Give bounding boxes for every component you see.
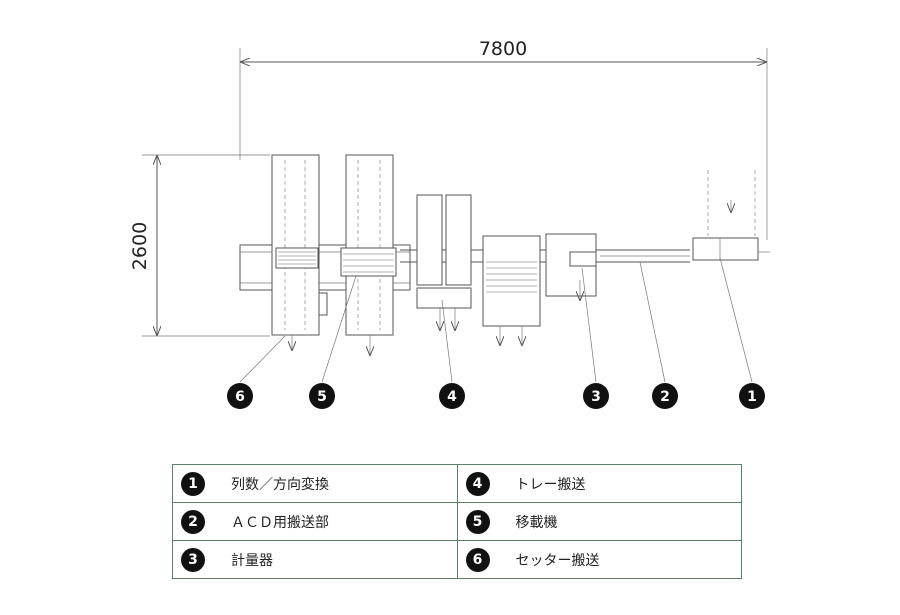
- layout-diagram: 7800 2600: [129, 38, 770, 409]
- callout-3-number: 3: [591, 389, 601, 405]
- legend-row: 1 列数／方向変換 4 トレー搬送: [172, 464, 742, 503]
- callout-3: 3: [583, 383, 609, 409]
- callout-2: 2: [652, 383, 678, 409]
- callout-6-number: 6: [235, 389, 245, 405]
- width-dimension: 7800: [239, 38, 768, 240]
- legend-number-badge: 6: [465, 547, 490, 572]
- legend-label: セッター搬送: [515, 552, 600, 569]
- setter-conveyor-unit: [271, 154, 328, 350]
- legend-row: 2 ＡＣＤ用搬送部 5 移載機: [172, 502, 742, 541]
- legend-item-3: 3 計量器: [173, 541, 457, 578]
- legend-label: 移載機: [515, 514, 558, 531]
- callout-4: 4: [439, 383, 465, 409]
- legend-label: トレー搬送: [515, 476, 586, 493]
- legend-item-2: 2 ＡＣＤ用搬送部: [173, 503, 457, 540]
- legend-label: 列数／方向変換: [231, 476, 329, 493]
- weigher-unit: [545, 233, 597, 300]
- legend-number-badge: 4: [465, 471, 490, 496]
- direction-changer-unit: [692, 170, 770, 261]
- callout-1-number: 1: [747, 389, 757, 405]
- legend-row: 3 計量器 6 セッター搬送: [172, 540, 742, 579]
- callout-5: 5: [309, 383, 335, 409]
- transfer-machine-unit: [340, 154, 397, 355]
- legend-number-badge: 3: [181, 547, 205, 572]
- tray-conveyor-unit: [416, 194, 472, 330]
- legend-item-6: 6 セッター搬送: [458, 541, 742, 578]
- legend-number-badge: 1: [181, 471, 205, 496]
- legend-item-1: 1 列数／方向変換: [173, 465, 457, 502]
- height-dimension: 2600: [129, 154, 270, 337]
- legend-item-5: 5 移載機: [458, 503, 742, 540]
- legend-item-4: 4 トレー搬送: [458, 465, 742, 502]
- callout-4-number: 4: [447, 389, 457, 405]
- legend-label: 計量器: [231, 552, 273, 569]
- tray-stacker: [482, 235, 541, 345]
- callout-6: 6: [227, 383, 253, 409]
- leader-lines: [239, 257, 753, 383]
- callout-1: 1: [739, 383, 765, 409]
- legend-label: ＡＣＤ用搬送部: [231, 514, 329, 531]
- width-dimension-label: 7800: [479, 38, 527, 60]
- legend-number-badge: 2: [181, 509, 205, 534]
- legend-table: 1 列数／方向変換 4 トレー搬送 2 ＡＣＤ用搬送部 5 移載機 3 計量器 …: [172, 464, 742, 579]
- callout-2-number: 2: [660, 389, 670, 405]
- height-dimension-label: 2600: [129, 222, 151, 270]
- legend-number-badge: 5: [465, 509, 490, 534]
- callout-5-number: 5: [317, 389, 327, 405]
